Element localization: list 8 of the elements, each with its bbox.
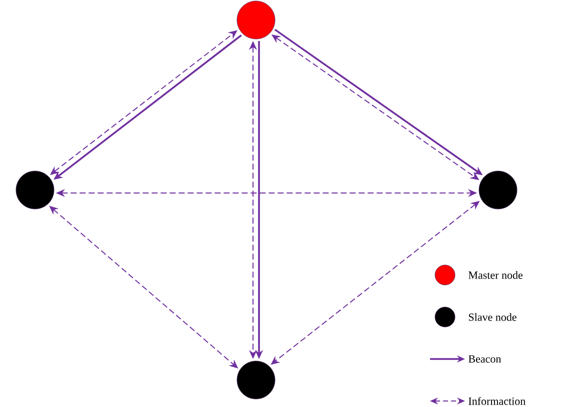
- node-circle: [16, 170, 54, 210]
- legend-label: Master node: [468, 271, 522, 279]
- legend-label: Informaction: [468, 397, 526, 405]
- legend-label: Beacon: [468, 355, 502, 363]
- node-circle: [478, 170, 518, 210]
- node-circle: [236, 360, 276, 400]
- legend-label: Slave node: [468, 313, 516, 321]
- node-circle: [236, 0, 276, 40]
